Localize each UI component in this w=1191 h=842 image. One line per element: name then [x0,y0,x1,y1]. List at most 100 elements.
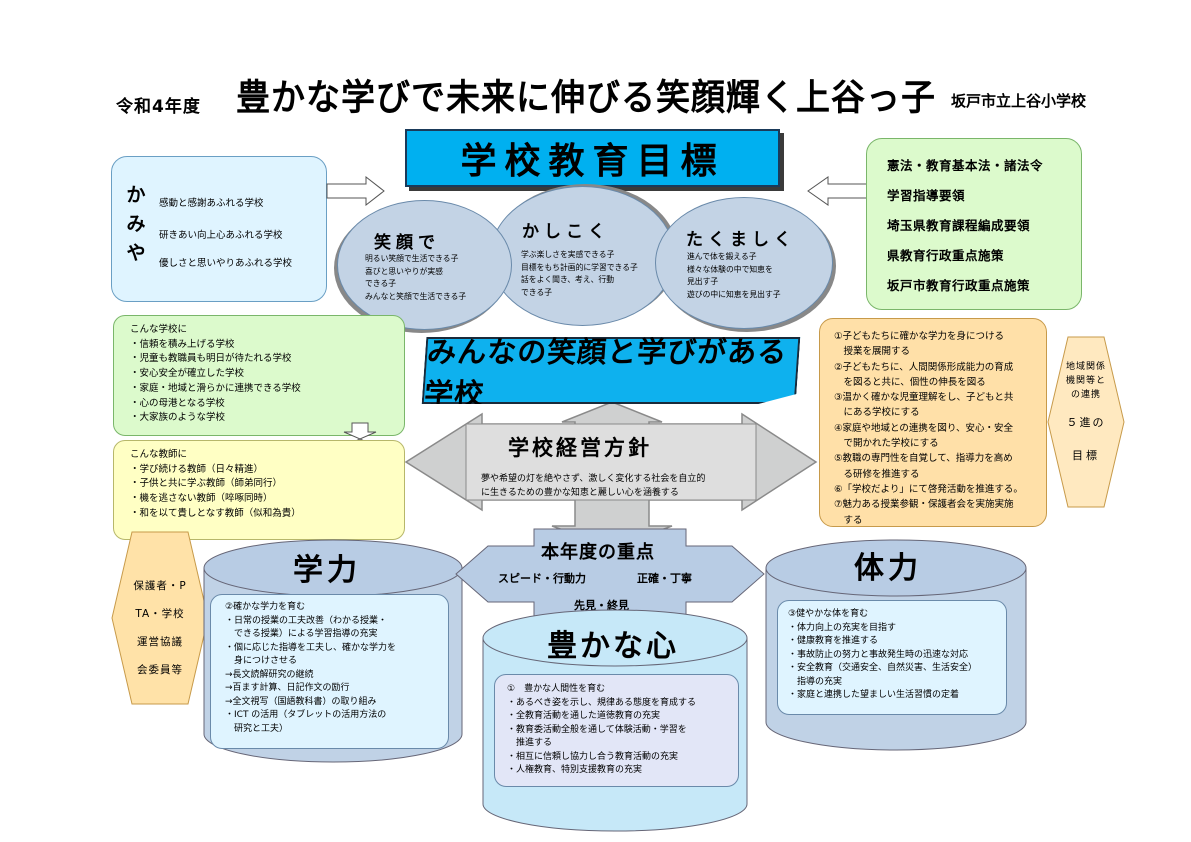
teacher-box-item: ・機を逃さない教師（啐啄同時） [130,493,273,505]
ellipse-egao: 笑顔で 明るい笑顔で生活できる子 喜びと思いやりが実感 できる子 みんなと笑顔で… [337,200,512,330]
kamiya-box: か み や 感動と感謝あふれる学校 研きあい向上心あふれる学校 優しさと思いやり… [111,156,327,302]
community-goals: 目標 [1072,449,1100,462]
community-line: 地域関係 [1065,362,1106,372]
ellipse-line: 様々な体験の中で知恵を [687,264,773,274]
policy-title: 学校経営方針 [508,436,652,460]
ellipse-line: 見出す子 [687,277,719,286]
ellipse-text: 学ぶ楽しさを実感できる子 目標をもち計画的に学習できる子 話をよく聞き、考え、行… [521,249,638,299]
gakuryoku-line: →長文読解研究の継続 [225,669,314,680]
gakuryoku-line: ・日常の授業の工夫改善（わかる授業・ [225,615,388,626]
kamiya-item: 研きあい向上心あふれる学校 [159,230,283,241]
kamiya-vertical: か み や [125,181,147,268]
tairyoku-line: ・安全教育（交通安全、自然災害、生活安全） [788,663,978,673]
priority-title: 本年度の重点 [541,542,655,563]
school-box-item: ・大家族のような学校 [130,412,226,424]
objective-line: 授業を展開する [834,346,911,358]
kamiya-char: や [126,242,146,264]
pta-hexagon [111,531,209,705]
objective-line: る研修を推進する [834,468,920,480]
pta-line: 会委員等 [137,664,183,676]
policy-line: に生きるための豊かな知恵と麗しい心を涵養する [481,488,679,498]
priority-line1b: 正確・丁寧 [637,572,692,585]
school-box-item: ・心の母港となる学校 [130,397,225,409]
tairyoku-line: ③健やかな体を育む [788,609,869,619]
law-item: 憲法・教育基本法・諸法令 [887,158,1044,173]
tairyoku-line: ・体力向上の充実を目指す [788,622,897,633]
kamiya-item: 感動と感謝あふれる学校 [159,198,264,209]
gakuryoku-line: ②確かな学力を育む [225,602,306,612]
ellipse-title: かしこく [522,222,610,242]
teacher-box-heading: こんな教師に [130,449,188,460]
objective-line: ⑥「学校だより」にて啓発活動を推進する。 [834,483,1023,495]
ellipse-text: 明るい笑顔で生活できる子 喜びと思いやりが実感 できる子 みんなと笑顔で生活でき… [365,253,466,303]
ellipse-text: 進んで体を鍛える子 様々な体験の中で知恵を 見出す子 遊びの中に知恵を見出す子 [687,251,781,301]
kamiya-char: か [126,184,146,206]
teacher-box-item: ・子供と共に学ぶ教師（師弟同行） [130,478,283,490]
tairyoku-line: ・事故防止の努力と事故発生時の迅速な対応 [788,649,969,660]
priority-line2: 先見・終見 [574,599,629,612]
tairyoku-title: 体力 [854,551,922,586]
ellipse-line: 遊びの中に知恵を見出す子 [687,289,781,299]
school-ideal-box: こんな学校に ・信頼を積み上げる学校 ・児童も教職員も明日が待たれる学校 ・安心… [113,315,405,436]
arrow-right-icon [326,176,385,206]
priority-line1a: スピード・行動力 [498,572,586,585]
ellipse-line: 目標をもち計画的に学習できる子 [521,262,638,272]
objective-line: を図ると共に、個性の伸長を図る [834,376,986,388]
kokoro-line: ・相互に信頼し協力し合う教育活動の充実 [507,751,679,762]
objective-line: ③温かく確かな児童理解をし、子どもと共 [834,392,1014,404]
kokoro-line: ・教育委活動全般を通して体験活動・学習を [507,724,687,735]
law-item: 坂戸市教育行政重点施策 [887,278,1031,293]
ellipse-line: できる子 [521,287,553,297]
ellipse-title: 笑顔で [374,233,440,253]
gakuryoku-line: 研究と工夫） [225,723,289,734]
ellipse-line: できる子 [365,279,397,288]
law-item: 学習指導要領 [887,188,966,203]
kokoro-line: ・人権教育、特別支援教育の充実 [507,765,643,775]
tairyoku-line: 指導の充実 [788,676,843,687]
kokoro-title: 豊かな心 [547,629,679,664]
header-slogan: 豊かな学びで未来に伸びる笑顔輝く上谷っ子 [236,77,936,120]
pta-text: 保護者・P TA・学校 運営協議 会委員等 [110,572,210,684]
community-five: ５進の [1066,416,1106,429]
school-goal-title: 学校教育目標 [405,129,780,187]
gakuryoku-line: 身につけさせる [225,656,298,666]
gakuryoku-card: ②確かな学力を育む ・日常の授業の工夫改善（わかる授業・ できる授業）による学習… [210,594,449,749]
policy-arrow-shape [404,401,818,549]
ellipse-kashikoku: かしこく 学ぶ楽しさを実感できる子 目標をもち計画的に学習できる子 話をよく聞き… [490,186,675,326]
tairyoku-line: ・健康教育を推進する [788,636,879,646]
kokoro-line: ・あるべき姿を示し、規律ある態度を育成する [507,697,697,708]
arrow-left-icon [807,176,868,206]
ellipse-line: 喜びと思いやりが実感 [365,266,443,276]
pta-line: 保護者・P [133,580,187,592]
kamiya-item: 優しさと思いやりあふれる学校 [159,258,293,269]
gakuryoku-line: →百ます計算、日記作文の励行 [225,683,350,693]
smile-banner: みんなの笑顔と学びがある学校 [422,337,801,404]
school-box-item: ・家庭・地域と滑らかに連携できる学校 [130,382,301,394]
header-year: 令和4年度 [116,97,201,117]
laws-box: 憲法・教育基本法・諸法令 学習指導要領 埼玉県教育課程編成要領 県教育行政重点施… [866,138,1082,310]
community-line: の連携 [1070,390,1101,400]
objective-line: にある学校にする [834,407,920,419]
law-item: 埼玉県教育課程編成要領 [887,218,1031,233]
law-item: 県教育行政重点施策 [887,248,1005,263]
objective-line: で開かれた学校にする [834,438,939,450]
kokoro-line: ① 豊かな人間性を育む [507,684,606,694]
pta-line: TA・学校 [135,608,185,620]
kokoro-line: ・全教育活動を通した道徳教育の充実 [507,711,661,721]
gakuryoku-line: ・ICT の活用（タブレットの活用方法の [225,710,387,720]
ellipse-line: 明るい笑顔で生活できる子 [365,254,459,263]
pta-line: 運営協議 [137,636,183,648]
policy-line: 夢や希望の灯を絶やさず、激しく変化する社会を自立的 [481,474,706,484]
objective-line: ④家庭や地域との連携を図り、安心・安全 [834,422,1014,434]
gakuryoku-title: 学力 [293,553,361,588]
community-hexagon [1047,336,1125,508]
teacher-box-item: ・学び続ける教師（日々精進） [130,463,264,475]
school-box-item: ・児童も教職員も明日が待たれる学校 [130,353,292,365]
header-school: 坂戸市立上谷小学校 [951,92,1087,110]
policy-text: 夢や希望の灯を絶やさず、激しく変化する社会を自立的 に生きるための豊かな知恵と麗… [481,472,705,500]
tairyoku-card: ③健やかな体を育む ・体力向上の充実を目指す ・健康教育を推進する ・事故防止の… [777,600,1007,715]
community-text: 地域関係 機関等と の連携 [1054,360,1118,402]
gakuryoku-line: →全文視写（国語教科書）の取り組み [225,696,377,707]
gakuryoku-line: ・個に応じた指導を工夫し、確かな学力を [225,642,397,653]
objectives-box: ①子どもたちに確かな学力を身につける 授業を展開する ②子どもたちに、人間関係形… [819,318,1047,527]
